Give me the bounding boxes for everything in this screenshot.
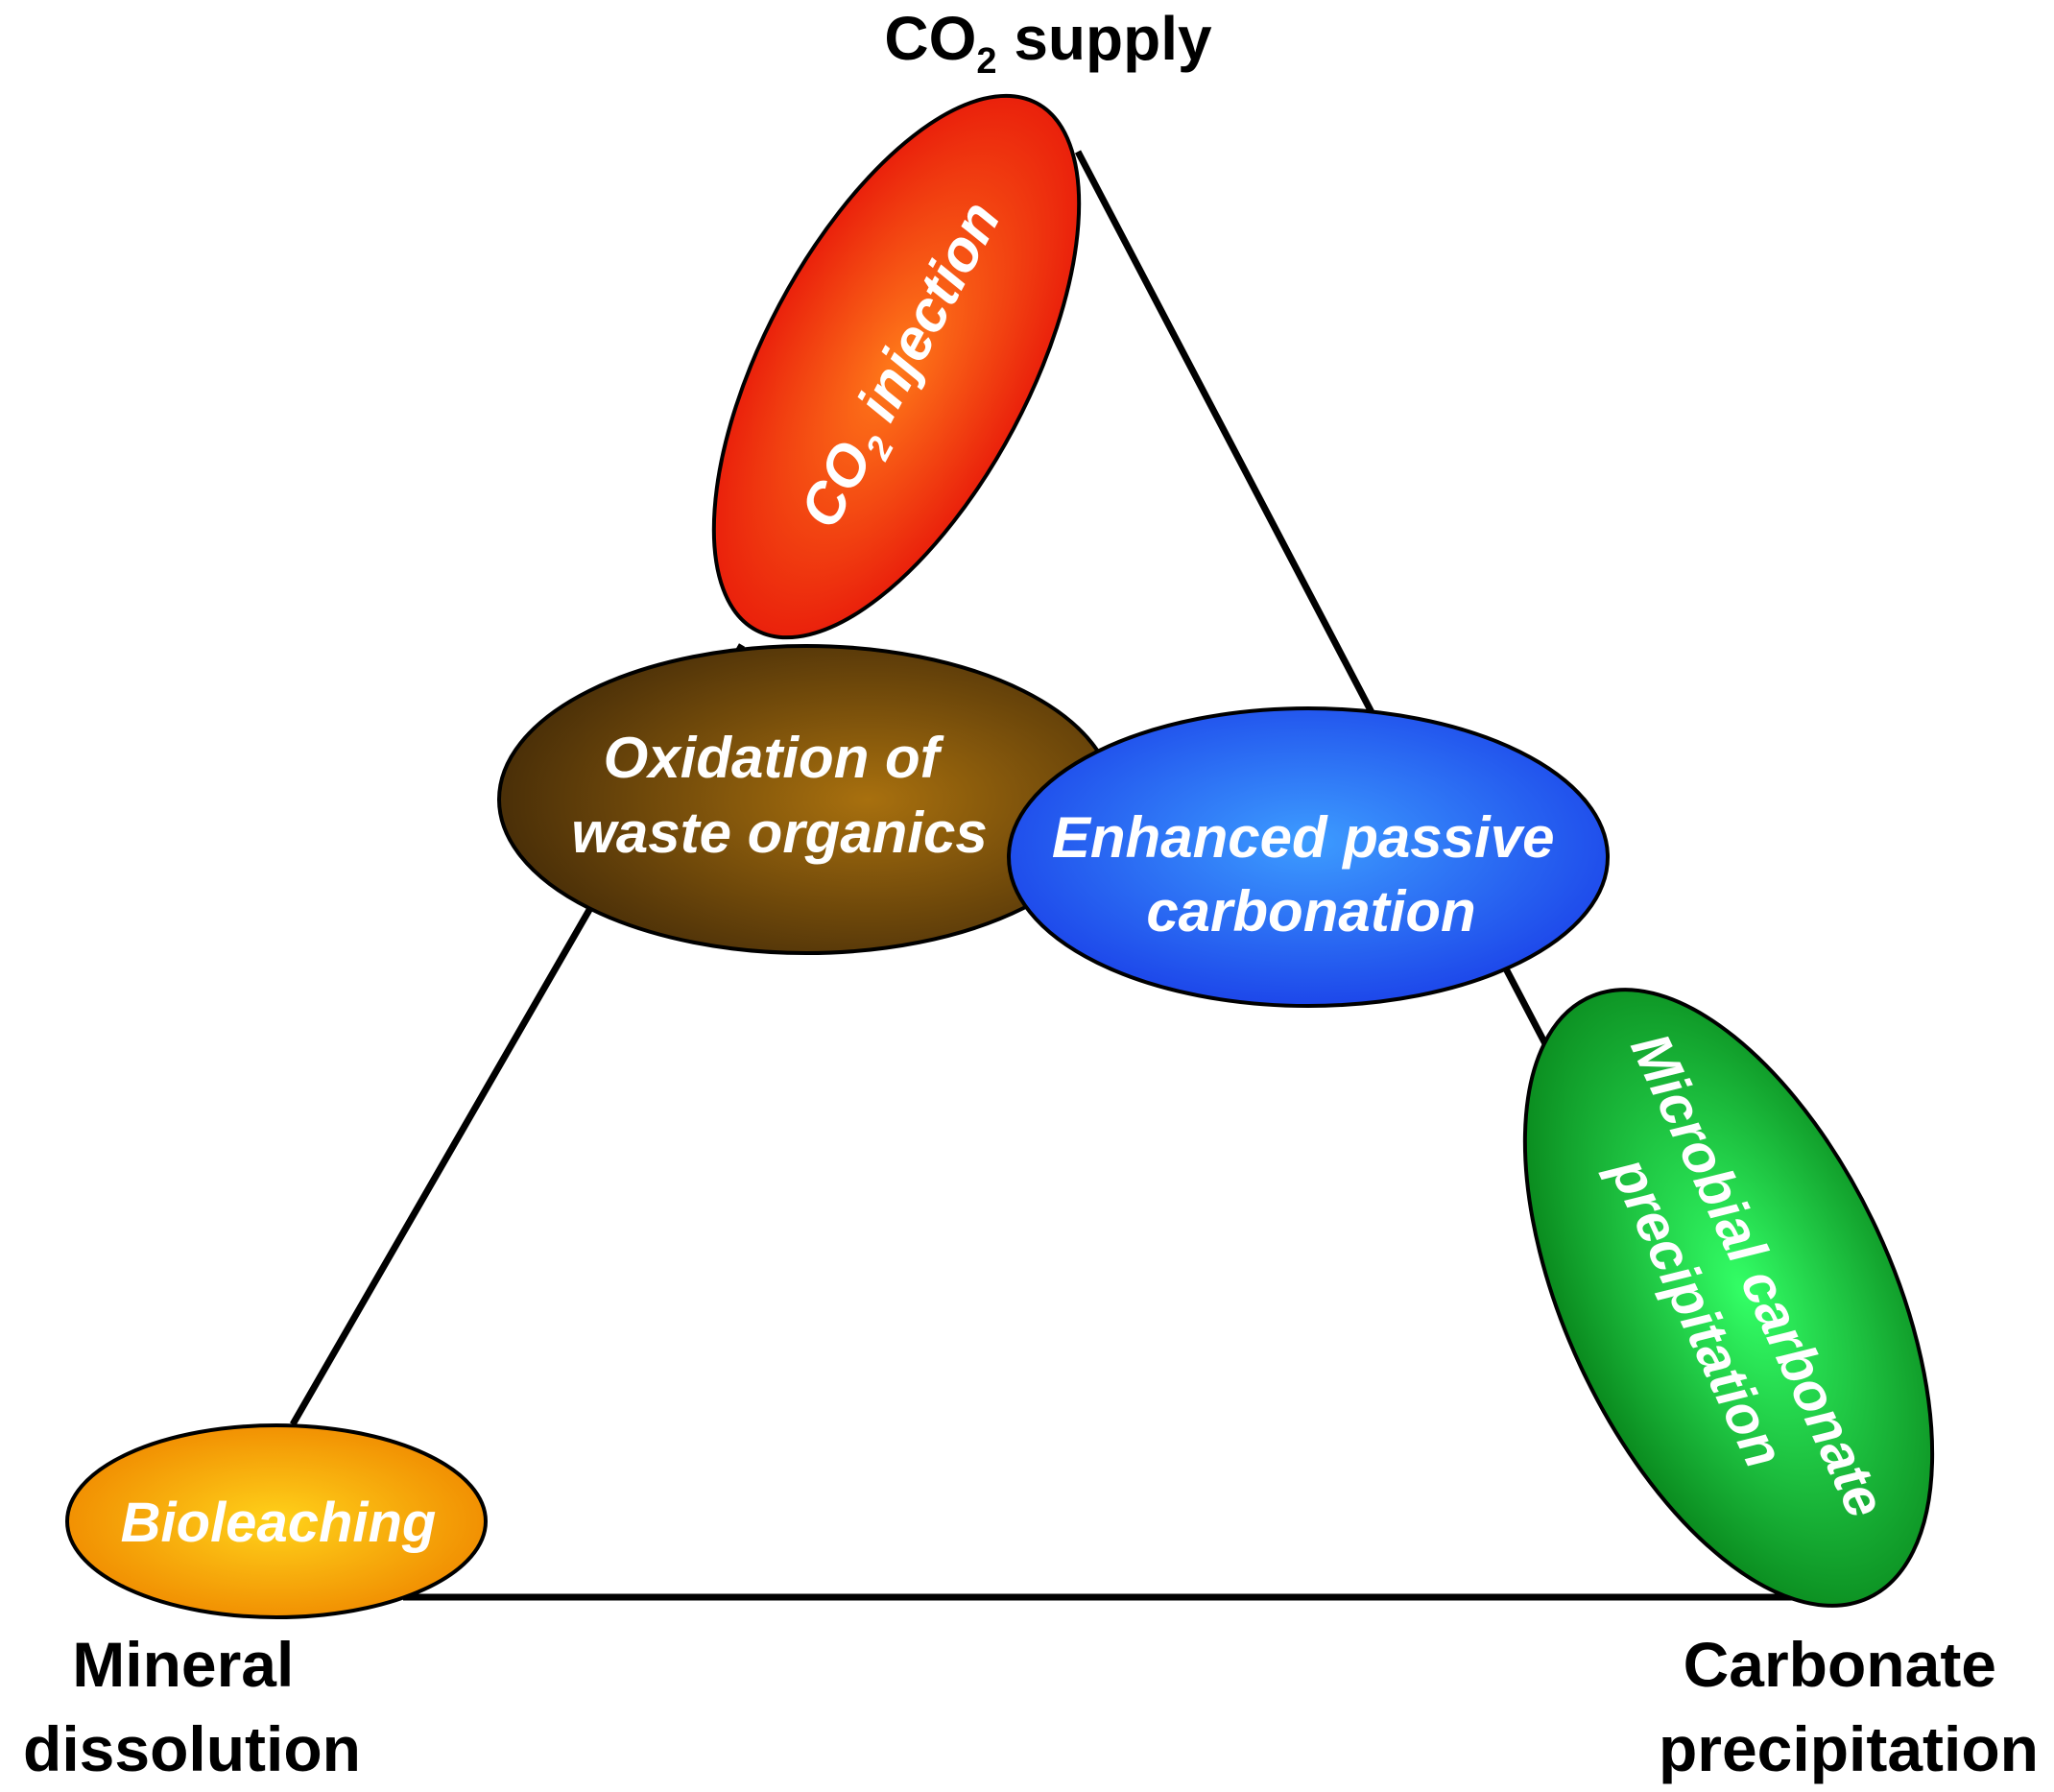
corner-label-co2-supply: CO2 supply	[884, 4, 1212, 82]
oxidation-ellipse	[497, 644, 1115, 955]
bioleaching-ellipse	[65, 1423, 488, 1619]
co2-injection-ellipse	[711, 93, 1082, 640]
oxidation-node: Oxidation of waste organics	[497, 644, 1115, 955]
corner-label-mineral-dissolution: Mineral dissolution	[23, 1629, 361, 1784]
corner-label-carbonate-precipitation: Carbonate precipitation	[1659, 1629, 2039, 1784]
bioleaching-label: Bioleaching	[121, 1492, 437, 1554]
microbial-node: Microbial carbonate precipitation	[1522, 988, 1935, 1608]
oxidation-label: Oxidation of waste organics	[571, 726, 988, 865]
passive-carbonation-ellipse	[1007, 706, 1610, 1008]
co2-injection-node: CO2 injection	[711, 93, 1082, 640]
passive-carbonation-node: Enhanced passive carbonation	[1007, 706, 1610, 1008]
passive-carbonation-label: Enhanced passive carbonation	[1052, 805, 1570, 944]
bioleaching-node: Bioleaching	[65, 1423, 488, 1619]
microbial-ellipse	[1522, 988, 1935, 1608]
